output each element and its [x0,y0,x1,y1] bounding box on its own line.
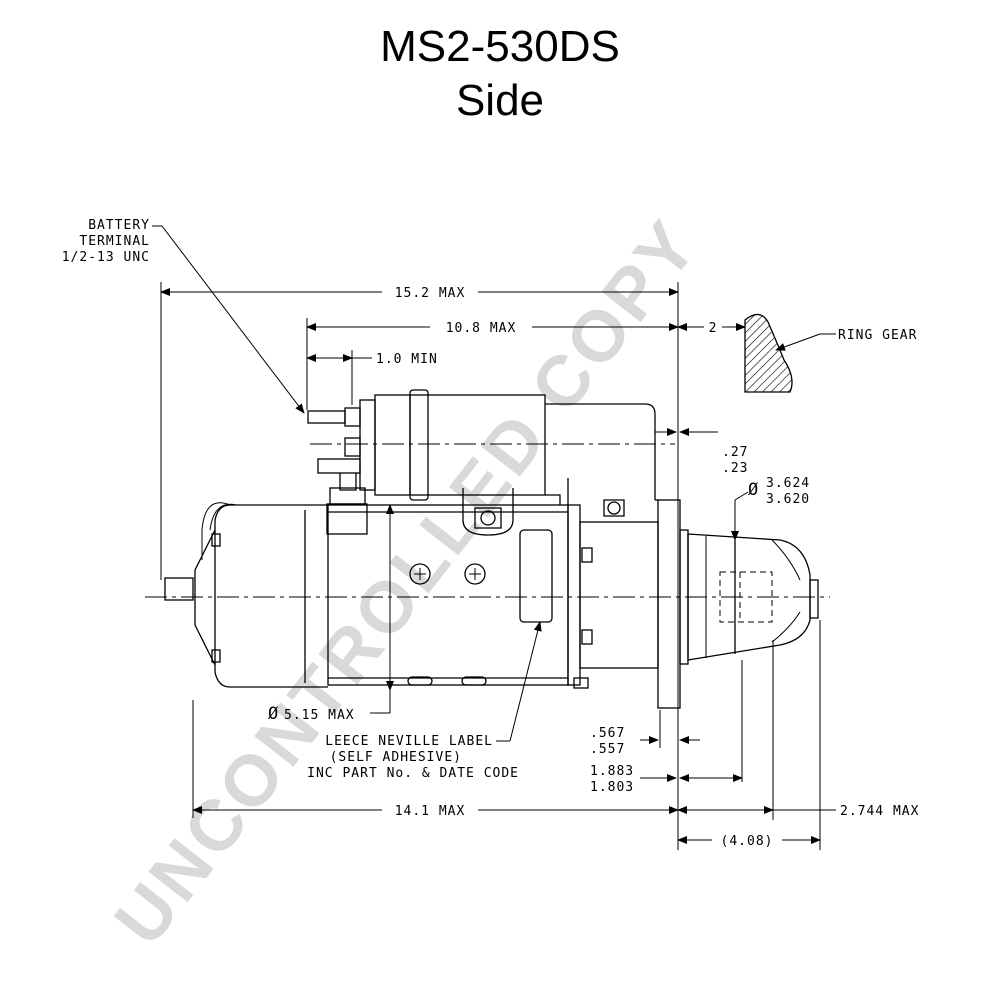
battery-terminal-stud [307,410,346,424]
dim-body-len: 14.1 MAX [395,804,466,819]
dim-body-dia: 5.15 MAX [284,708,355,723]
dim-nose-ref: (4.08) [721,834,774,849]
title-block: MS2-530DS Side [0,20,1000,128]
dim-flange-a: .567 [590,726,625,741]
dim-overall-max: 15.2 MAX [395,286,466,301]
dim-flange-b: .557 [590,742,625,757]
dim-min: 1.0 MIN [376,352,438,367]
battery-terminal-label-1: BATTERY [88,218,150,233]
centerlines [145,443,830,598]
mounting-flange [657,499,681,709]
drawing-title: MS2-530DS [380,22,620,71]
drawing-subtitle: Side [455,76,545,125]
watermark-text: UNCONTROLLED COPY [100,205,715,960]
dim-pinion-b: 1.803 [590,780,634,795]
dim-solenoid-max: 10.8 MAX [446,321,517,336]
battery-terminal-label-3: 1/2-13 UNC [62,250,150,265]
nose-housing [687,533,811,661]
shaft-stub [164,577,194,601]
motor-body [327,504,569,686]
dim-pinion-a: 1.883 [590,764,634,779]
solenoid [307,389,658,536]
battery-terminal-nut [344,407,361,427]
diameter-symbol-pilot: Ø [748,480,759,500]
ring-gear-label: RING GEAR [838,328,917,343]
ring-gear [744,313,793,393]
dim-gap: 2 [709,321,718,336]
dimension-lines [160,282,836,850]
label-plate [519,529,553,623]
leaders [152,225,836,742]
diameter-symbol-body: Ø [268,704,279,724]
dim-nose-max: 2.744 MAX [840,804,919,819]
end-housing [164,502,328,688]
label-note-2: (SELF ADHESIVE) [330,750,462,765]
screw-1 [409,563,431,585]
screw-2 [464,563,486,585]
drive-housing [567,499,819,709]
labels: BATTERY TERMINAL 1/2-13 UNC 15.2 MAX 10.… [62,218,919,849]
label-note-3: INC PART No. & DATE CODE [307,766,519,781]
dim-offset-b: .23 [722,461,748,476]
dim-pilot-dia-a: 3.624 [766,476,810,491]
dim-offset-a: .27 [722,445,748,460]
battery-terminal-label-2: TERMINAL [79,234,150,249]
label-note-1: LEECE NEVILLE LABEL [325,734,493,749]
dim-pilot-dia-b: 3.620 [766,492,810,507]
